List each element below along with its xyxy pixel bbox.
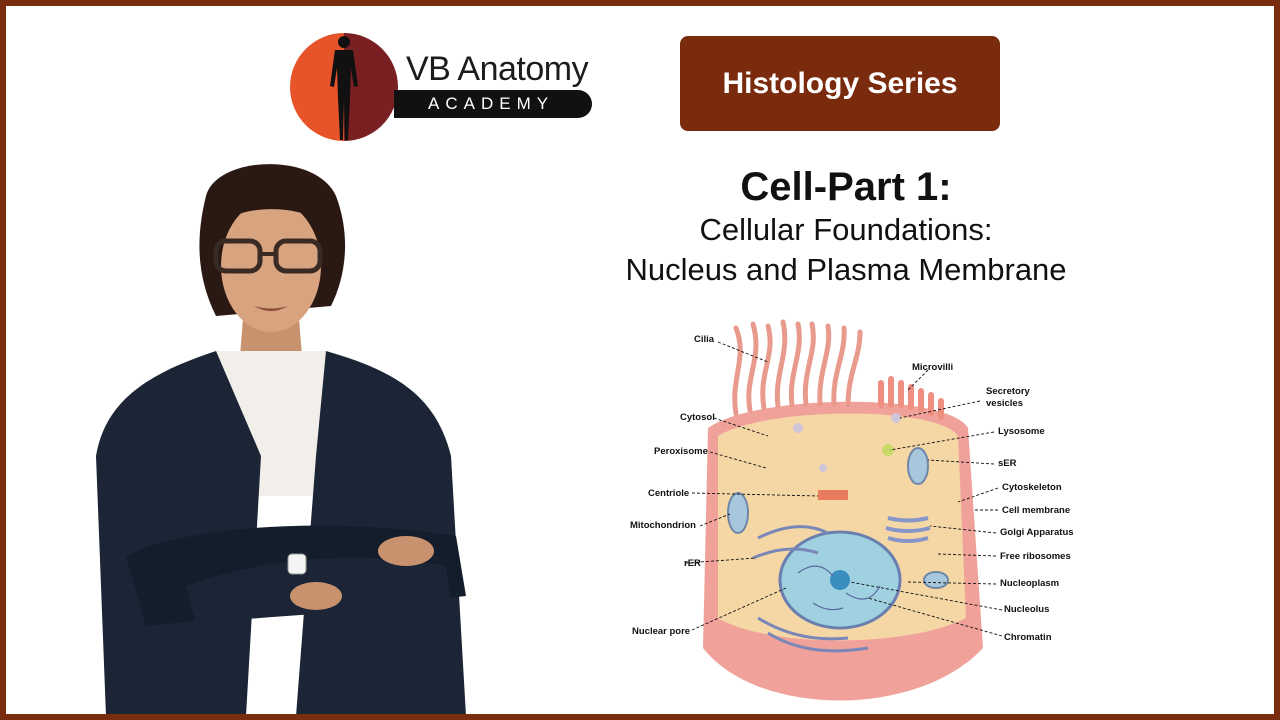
label-cell-membrane: Cell membrane: [1002, 505, 1070, 516]
label-golgi-apparatus: Golgi Apparatus: [1000, 527, 1074, 538]
label-cytosol: Cytosol: [680, 412, 715, 423]
microvilli-group: [878, 376, 944, 420]
label-chromatin: Chromatin: [1004, 632, 1052, 643]
label-nucleolus: Nucleolus: [1004, 604, 1049, 615]
cell-illustration: [703, 319, 983, 701]
brand-subtitle-bar: [394, 90, 592, 118]
logo-emblem: [290, 33, 398, 141]
label-microvilli: Microvilli: [912, 362, 953, 373]
thumbnail-frame: VB Anatomy ACADEMY Histology Series Cell…: [6, 6, 1274, 714]
page-subtitle-2: Nucleus and Plasma Membrane: [625, 252, 1067, 287]
label-cilia: Cilia: [694, 334, 715, 345]
brand-name: VB Anatomy: [406, 50, 589, 88]
presenter-photo: [96, 164, 466, 714]
cell-diagram: Cilia Cytosol Peroxisome Centriole Mitoc…: [630, 319, 1074, 701]
label-nuclear-pore: Nuclear pore: [632, 626, 690, 637]
brand-subtitle: ACADEMY: [428, 94, 555, 113]
series-badge: Histology Series: [680, 36, 1000, 131]
label-nucleoplasm: Nucleoplasm: [1000, 578, 1059, 589]
brand-logo: VB Anatomy ACADEMY: [288, 28, 618, 146]
page-title: Cell-Part 1:: [740, 165, 952, 209]
title-block: Cell-Part 1: Cellular Foundations: Nucle…: [566, 164, 1126, 290]
label-free-ribosomes: Free ribosomes: [1000, 551, 1071, 562]
series-label: Histology Series: [722, 66, 958, 100]
nucleolus: [830, 570, 850, 590]
label-lysosome: Lysosome: [998, 426, 1045, 437]
human-figure-icon: [330, 36, 358, 140]
label-cytoskeleton: Cytoskeleton: [1002, 482, 1062, 493]
page-subtitle-1: Cellular Foundations:: [699, 212, 993, 247]
cilia-group: [732, 319, 863, 417]
label-peroxisome: Peroxisome: [654, 446, 708, 457]
label-ser: sER: [998, 458, 1017, 469]
label-centriole: Centriole: [648, 488, 689, 499]
label-rer: rER: [684, 558, 701, 569]
leader-lines: [685, 341, 1003, 637]
label-mitochondrion: Mitochondrion: [630, 520, 696, 531]
